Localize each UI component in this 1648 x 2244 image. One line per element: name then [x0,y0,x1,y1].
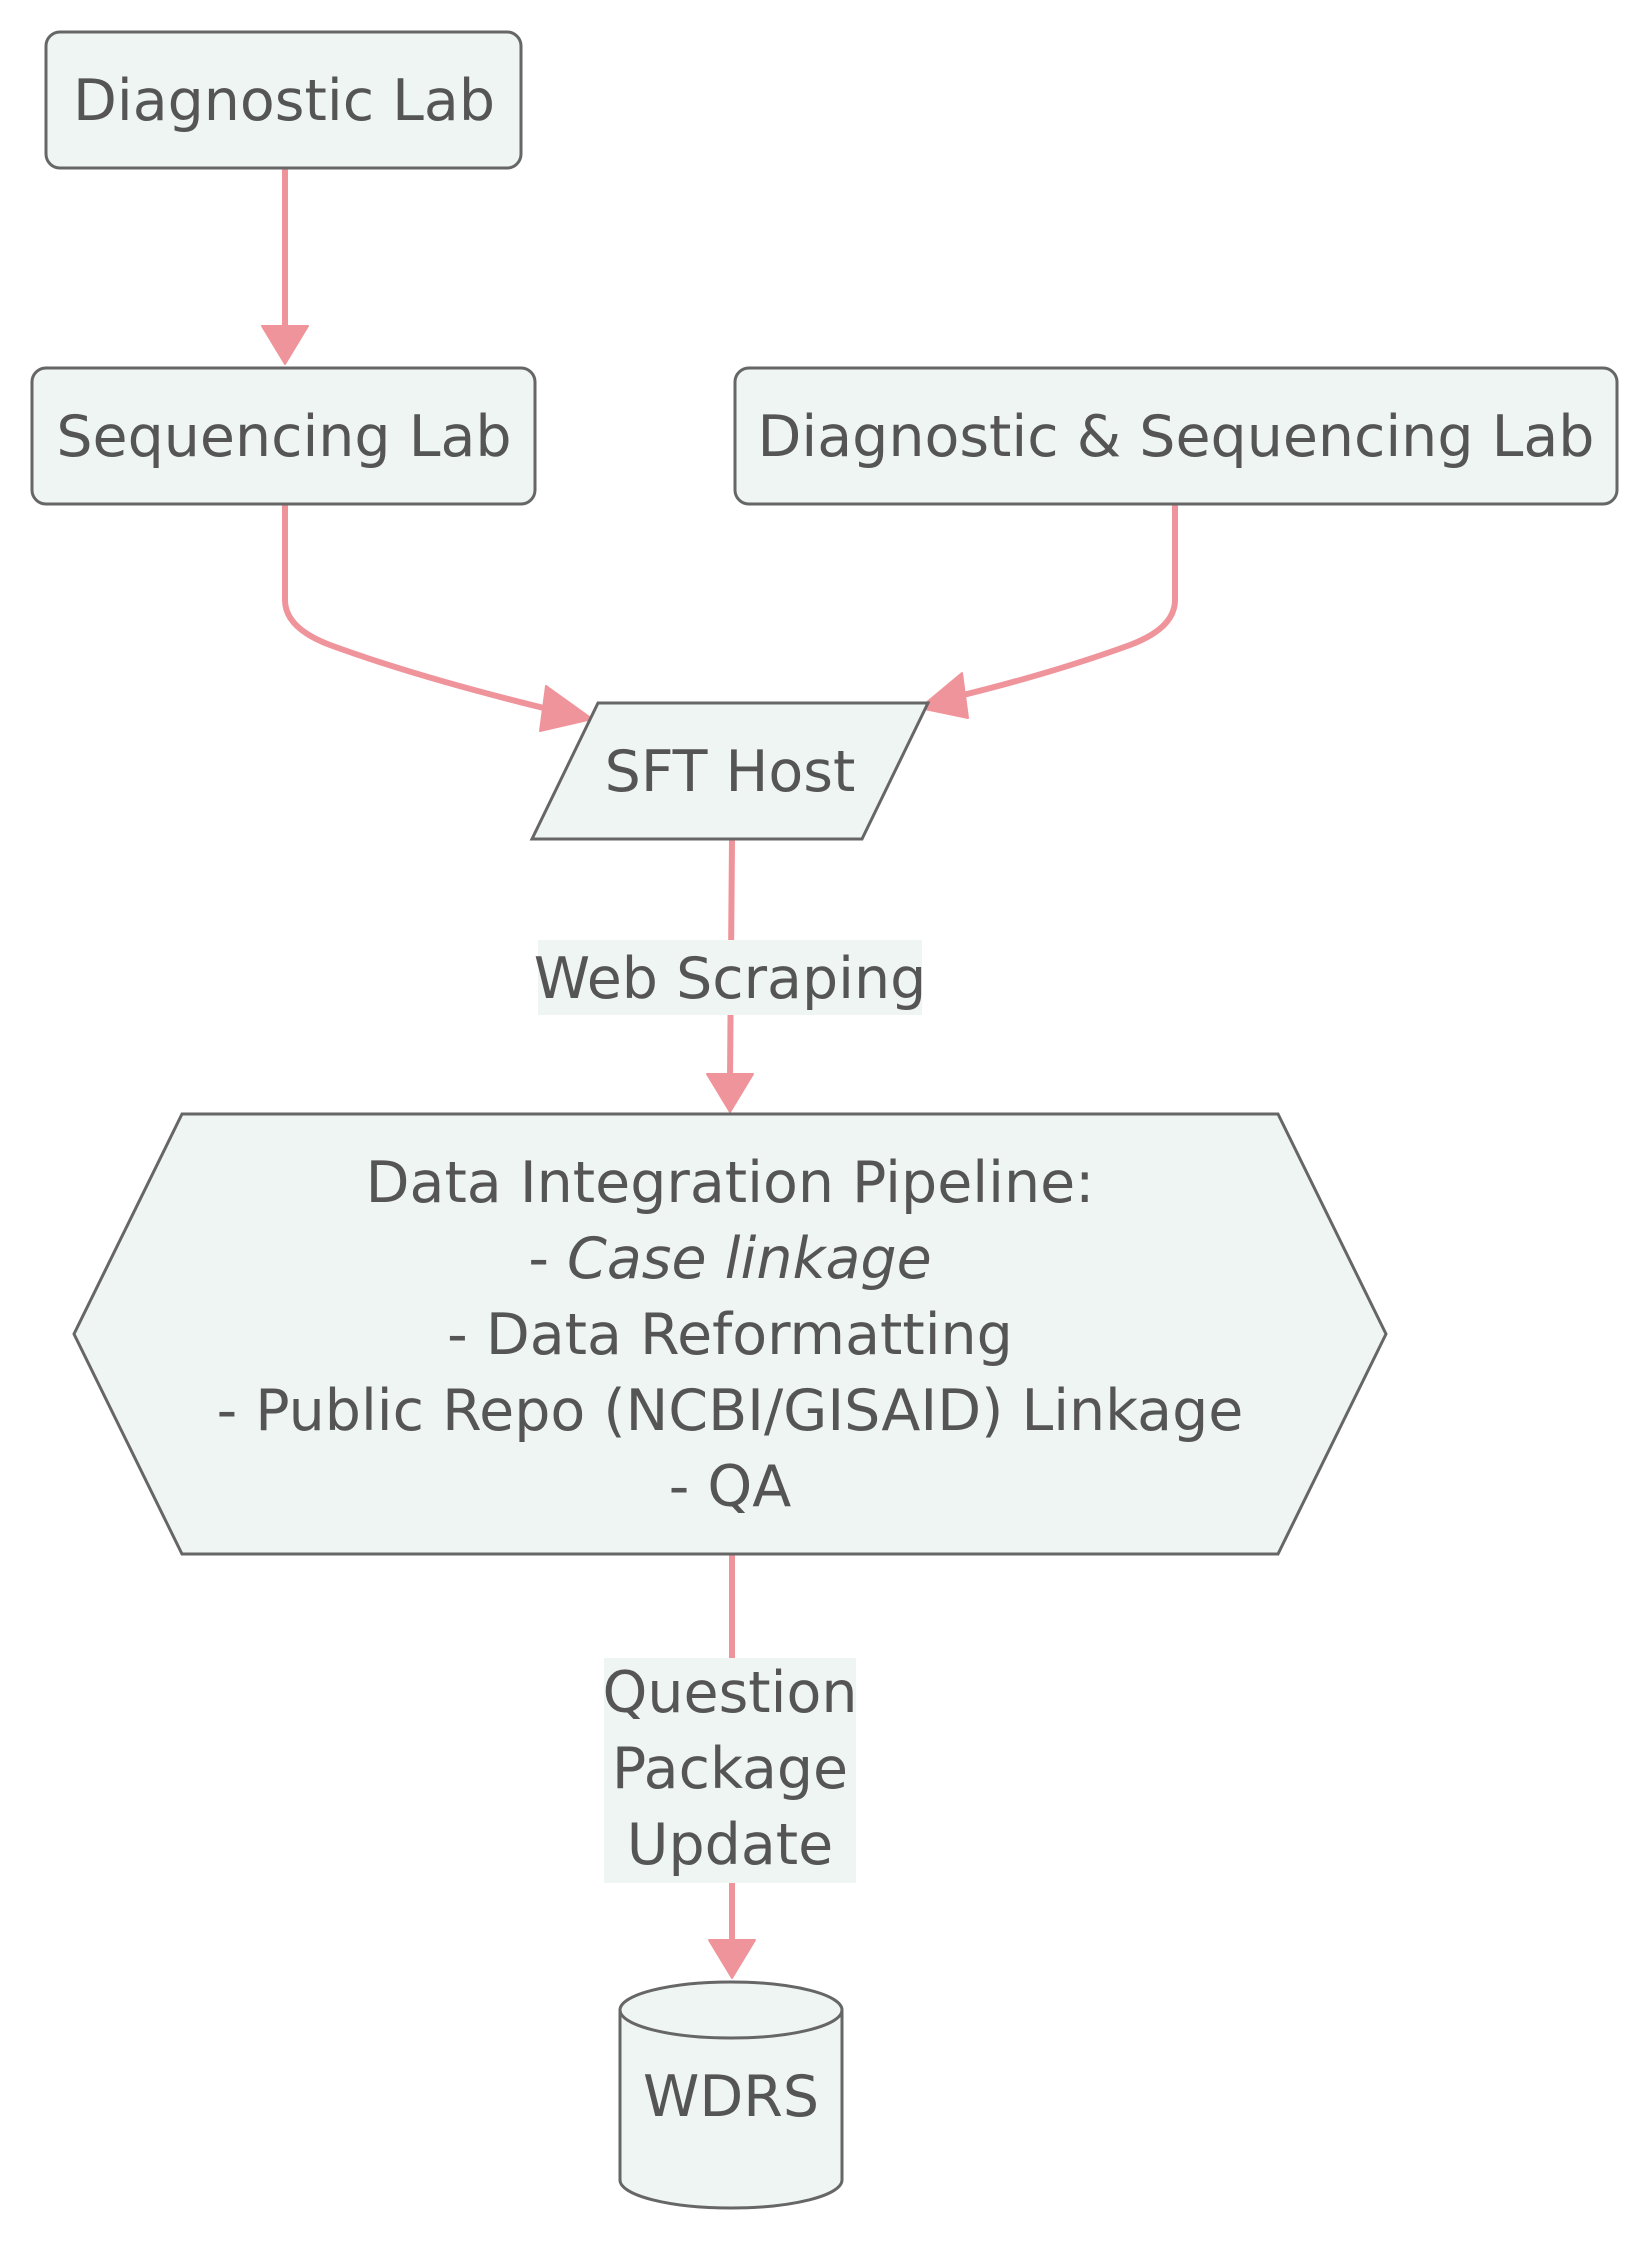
edge-sequencing-to-sft [282,502,555,713]
edge-label-text: Web Scraping [534,946,927,1012]
node-label: WDRS [643,2064,819,2130]
node-sft-host: SFT Host [529,701,931,841]
pipeline-item: - Public Repo (NCBI/GISAID) Linkage [217,1378,1244,1444]
edge-label-line: Update [627,1812,833,1878]
node-label: Sequencing Lab [56,404,511,470]
pipeline-item-text: Case linkage [567,1226,932,1292]
edge-label-question-package-update: Question Package Update [603,1658,858,1883]
arrow-head [919,672,969,719]
arrow-head [708,1939,756,1979]
pipeline-item: - Case linkage [528,1226,931,1292]
arrow-head [706,1073,754,1113]
edge-label-line: Package [612,1736,848,1802]
edge-label-line: Question [603,1660,858,1726]
arrow-head [261,325,309,365]
node-sequencing-lab: Sequencing Lab [30,366,537,506]
node-diagnostic-sequencing-lab: Diagnostic & Sequencing Lab [733,366,1619,506]
edge-label-web-scraping: Web Scraping [534,940,927,1015]
node-label: Diagnostic & Sequencing Lab [758,404,1595,470]
node-diagnostic-lab: Diagnostic Lab [44,30,523,170]
node-data-integration-pipeline: Data Integration Pipeline: - Case linkag… [72,1112,1388,1556]
node-wdrs: WDRS [618,1980,844,2210]
arrow-head [539,685,593,732]
pipeline-title: Data Integration Pipeline: [366,1150,1095,1216]
node-label: Diagnostic Lab [73,68,495,134]
pipeline-item: - Data Reformatting [447,1302,1013,1368]
edge-diagseq-to-sft [952,502,1178,700]
node-label: SFT Host [605,739,856,805]
pipeline-item: - QA [669,1454,792,1520]
